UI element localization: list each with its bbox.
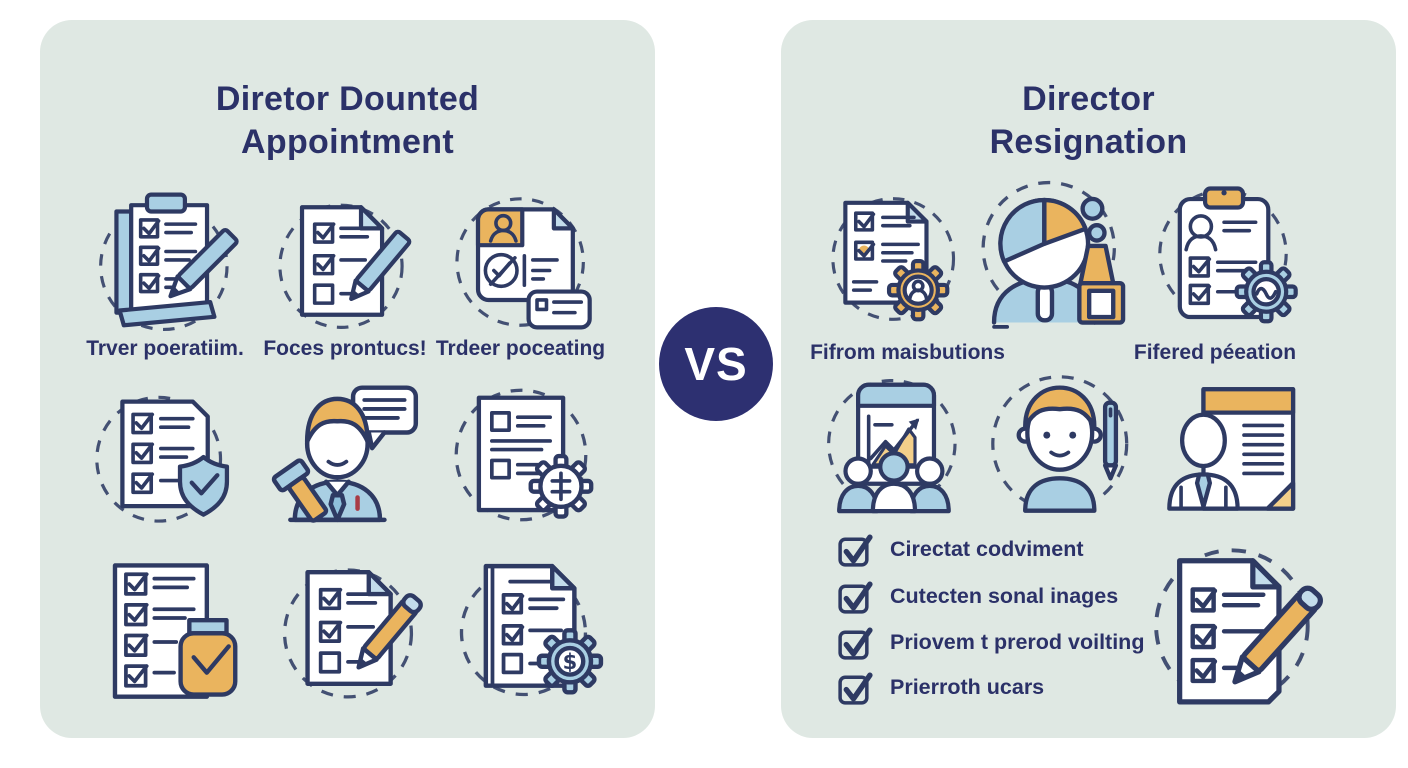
director-document-icon [1146, 370, 1310, 530]
vs-label: VS [684, 338, 748, 390]
checked-checkbox-icon [838, 533, 873, 567]
checklist-item-label: Cutecten sonal inages [890, 583, 1119, 608]
document-tasks-gear-icon [440, 374, 602, 536]
clipboard-person-gear-icon [1144, 178, 1302, 336]
vs-badge: VS [659, 307, 773, 421]
caption-right-2: Fifered péeation [1133, 341, 1297, 364]
right-title-line1: Director [1022, 80, 1155, 118]
checklist-item-3: Priovem t prerod voilting [836, 623, 1144, 661]
right-title-line2: Resignation [989, 123, 1188, 162]
director-speech-gavel-icon [258, 372, 428, 540]
checklist-item-label: Prierroth ucars [890, 674, 1045, 699]
svg-text:$: $ [563, 649, 578, 674]
caption-right-1: Fifrom maisbutions [810, 341, 1005, 364]
checklist-approval-stamp-icon [80, 548, 244, 712]
left-panel-title: Diretor Dounted Appointment [40, 78, 655, 164]
left-title-line2: Appointment [241, 123, 454, 162]
checked-checkbox-icon [838, 626, 873, 660]
director-portrait-pen-icon [982, 366, 1144, 528]
checklist-item-label: Priovem t prerod voilting [890, 629, 1145, 654]
document-checklist-pencil-icon [262, 182, 420, 340]
clipboard-checklist-pencil-icon [88, 182, 246, 340]
document-checklist-pencil-icon [266, 546, 430, 710]
checklist-item-2: Cutecten sonal inages [836, 577, 1118, 615]
checked-checkbox-icon [838, 671, 873, 705]
document-dollar-gear-icon: $ [446, 544, 612, 710]
checklist-item-4: Prierroth ucars [836, 668, 1044, 706]
presentation-team-chart-icon [816, 370, 974, 528]
right-panel-title: Director Resignation [781, 78, 1396, 164]
checklist-shield-icon [84, 376, 244, 536]
checklist-item-1: Cirectat codviment [836, 530, 1084, 568]
caption-left-3: Trdeer poceating [435, 337, 606, 360]
caption-left-1: Trver poeratiim. [86, 337, 244, 360]
caption-left-2: Foces prontucs! [263, 337, 427, 360]
document-checklist-pencil-icon [1130, 532, 1326, 728]
pie-chart-person-award-icon [970, 176, 1134, 340]
document-person-gear-icon [810, 182, 966, 338]
left-title-line1: Diretor Dounted [215, 80, 480, 118]
checked-checkbox-icon [838, 580, 873, 614]
id-card-documents-icon [436, 182, 598, 340]
checklist-item-label: Cirectat codviment [890, 536, 1084, 561]
